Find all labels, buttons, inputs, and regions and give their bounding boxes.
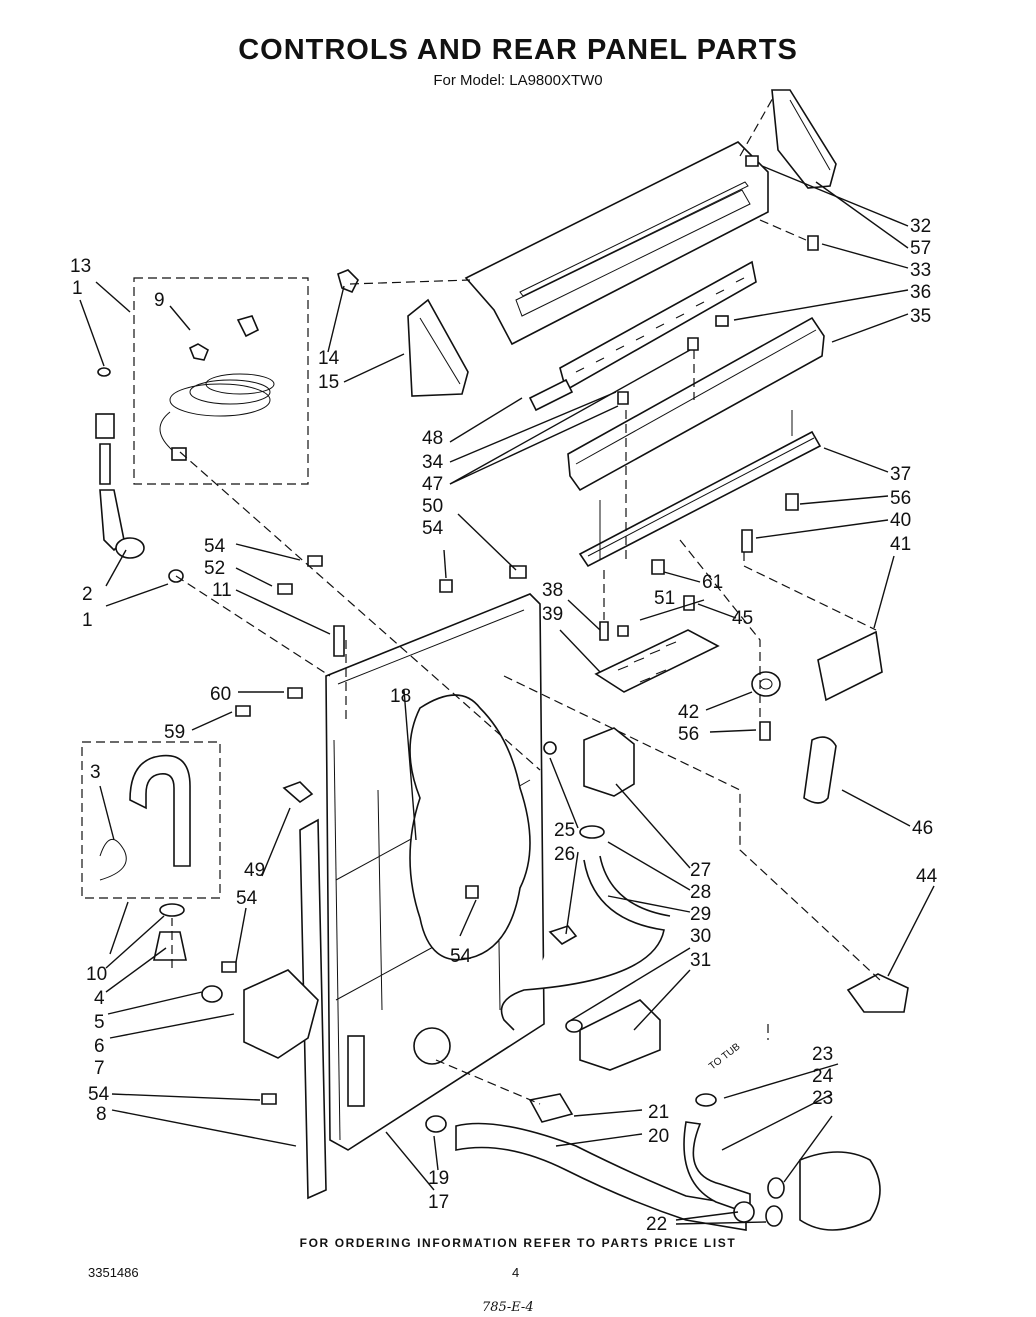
control-console xyxy=(337,89,837,397)
callout-57: 57 xyxy=(910,238,931,259)
callout-29: 29 xyxy=(690,904,711,925)
inlet-hose-assembly xyxy=(95,367,184,583)
callout-59: 59 xyxy=(164,722,185,743)
leader-lines xyxy=(79,165,935,1225)
callout-17: 17 xyxy=(428,1192,449,1213)
callout-40: 40 xyxy=(890,510,911,531)
callout-14: 14 xyxy=(318,348,340,369)
callout-5: 5 xyxy=(94,1012,105,1033)
callout-56: 56 xyxy=(890,488,911,509)
callout-labels: 13 1 9 14 15 32 57 33 36 35 48 34 47 50 … xyxy=(70,216,938,1235)
callout-6: 6 xyxy=(94,1036,105,1057)
callout-19: 19 xyxy=(428,1168,449,1189)
callout-46: 46 xyxy=(912,818,933,839)
callout-56b: 56 xyxy=(678,724,699,745)
callout-61: 61 xyxy=(702,572,723,593)
callout-54: 54 xyxy=(422,518,444,539)
fasteners xyxy=(221,155,819,1105)
callout-25: 25 xyxy=(554,820,575,841)
to-tub-label: TO TUB xyxy=(707,1041,743,1072)
callout-41: 41 xyxy=(890,534,911,555)
callout-36: 36 xyxy=(910,282,931,303)
callout-49: 49 xyxy=(244,860,265,881)
callout-35: 35 xyxy=(910,306,931,327)
control-bracket xyxy=(567,316,825,568)
drain-hose-kit xyxy=(81,741,221,961)
callout-31: 31 xyxy=(690,950,711,971)
callout-15: 15 xyxy=(318,372,339,393)
model-subtitle: For Model: LA9800XTW0 xyxy=(433,72,603,89)
callout-3: 3 xyxy=(90,762,101,783)
callout-54b: 54 xyxy=(204,536,226,557)
callout-22: 22 xyxy=(646,1214,667,1235)
timer-and-board xyxy=(594,629,883,804)
handwritten-note: 785-E-4 xyxy=(482,1300,534,1315)
control-circuit-strip xyxy=(528,260,757,412)
page-title: CONTROLS AND REAR PANEL PARTS xyxy=(238,34,798,66)
ordering-info-footer: FOR ORDERING INFORMATION REFER TO PARTS … xyxy=(299,1236,737,1250)
alignment-lines xyxy=(171,95,881,1105)
callout-47: 47 xyxy=(422,474,443,495)
callout-48: 48 xyxy=(422,428,443,449)
callout-23b: 23 xyxy=(812,1088,833,1109)
document-number: 3351486 xyxy=(88,1265,139,1280)
rear-panel xyxy=(299,593,545,1200)
callout-7: 7 xyxy=(94,1058,105,1079)
callout-42: 42 xyxy=(678,702,699,723)
callout-27: 27 xyxy=(690,860,711,881)
callout-11: 11 xyxy=(212,580,232,601)
callout-18: 18 xyxy=(390,686,411,707)
callout-1: 1 xyxy=(72,278,83,299)
power-cord-kit xyxy=(133,277,309,485)
callout-4: 4 xyxy=(94,988,105,1009)
callout-50: 50 xyxy=(422,496,443,517)
callout-20: 20 xyxy=(648,1126,669,1147)
callout-52: 52 xyxy=(204,558,225,579)
callout-21: 21 xyxy=(648,1102,669,1123)
callout-60: 60 xyxy=(210,684,231,705)
callout-44: 44 xyxy=(916,866,938,887)
callout-30: 30 xyxy=(690,926,711,947)
callout-33: 33 xyxy=(910,260,931,281)
callout-51: 51 xyxy=(654,588,675,609)
callout-34: 34 xyxy=(422,452,444,473)
callout-2: 2 xyxy=(82,584,93,605)
callout-39: 39 xyxy=(542,604,563,625)
callout-54c: 54 xyxy=(236,888,258,909)
callout-10: 10 xyxy=(86,964,107,985)
callout-9: 9 xyxy=(154,290,165,311)
pump-and-hoses xyxy=(201,727,909,1231)
callout-23: 23 xyxy=(812,1044,833,1065)
callout-8: 8 xyxy=(96,1104,107,1125)
callout-24: 24 xyxy=(812,1066,834,1087)
callout-13: 13 xyxy=(70,256,91,277)
callout-26: 26 xyxy=(554,844,575,865)
callout-28: 28 xyxy=(690,882,711,903)
callout-54d: 54 xyxy=(450,946,472,967)
callout-37: 37 xyxy=(890,464,911,485)
callout-38: 38 xyxy=(542,580,563,601)
callout-1b: 1 xyxy=(82,610,93,631)
page-number: 4 xyxy=(512,1265,520,1280)
callout-32: 32 xyxy=(910,216,931,237)
callout-54e: 54 xyxy=(88,1084,110,1105)
callout-45: 45 xyxy=(732,608,753,629)
